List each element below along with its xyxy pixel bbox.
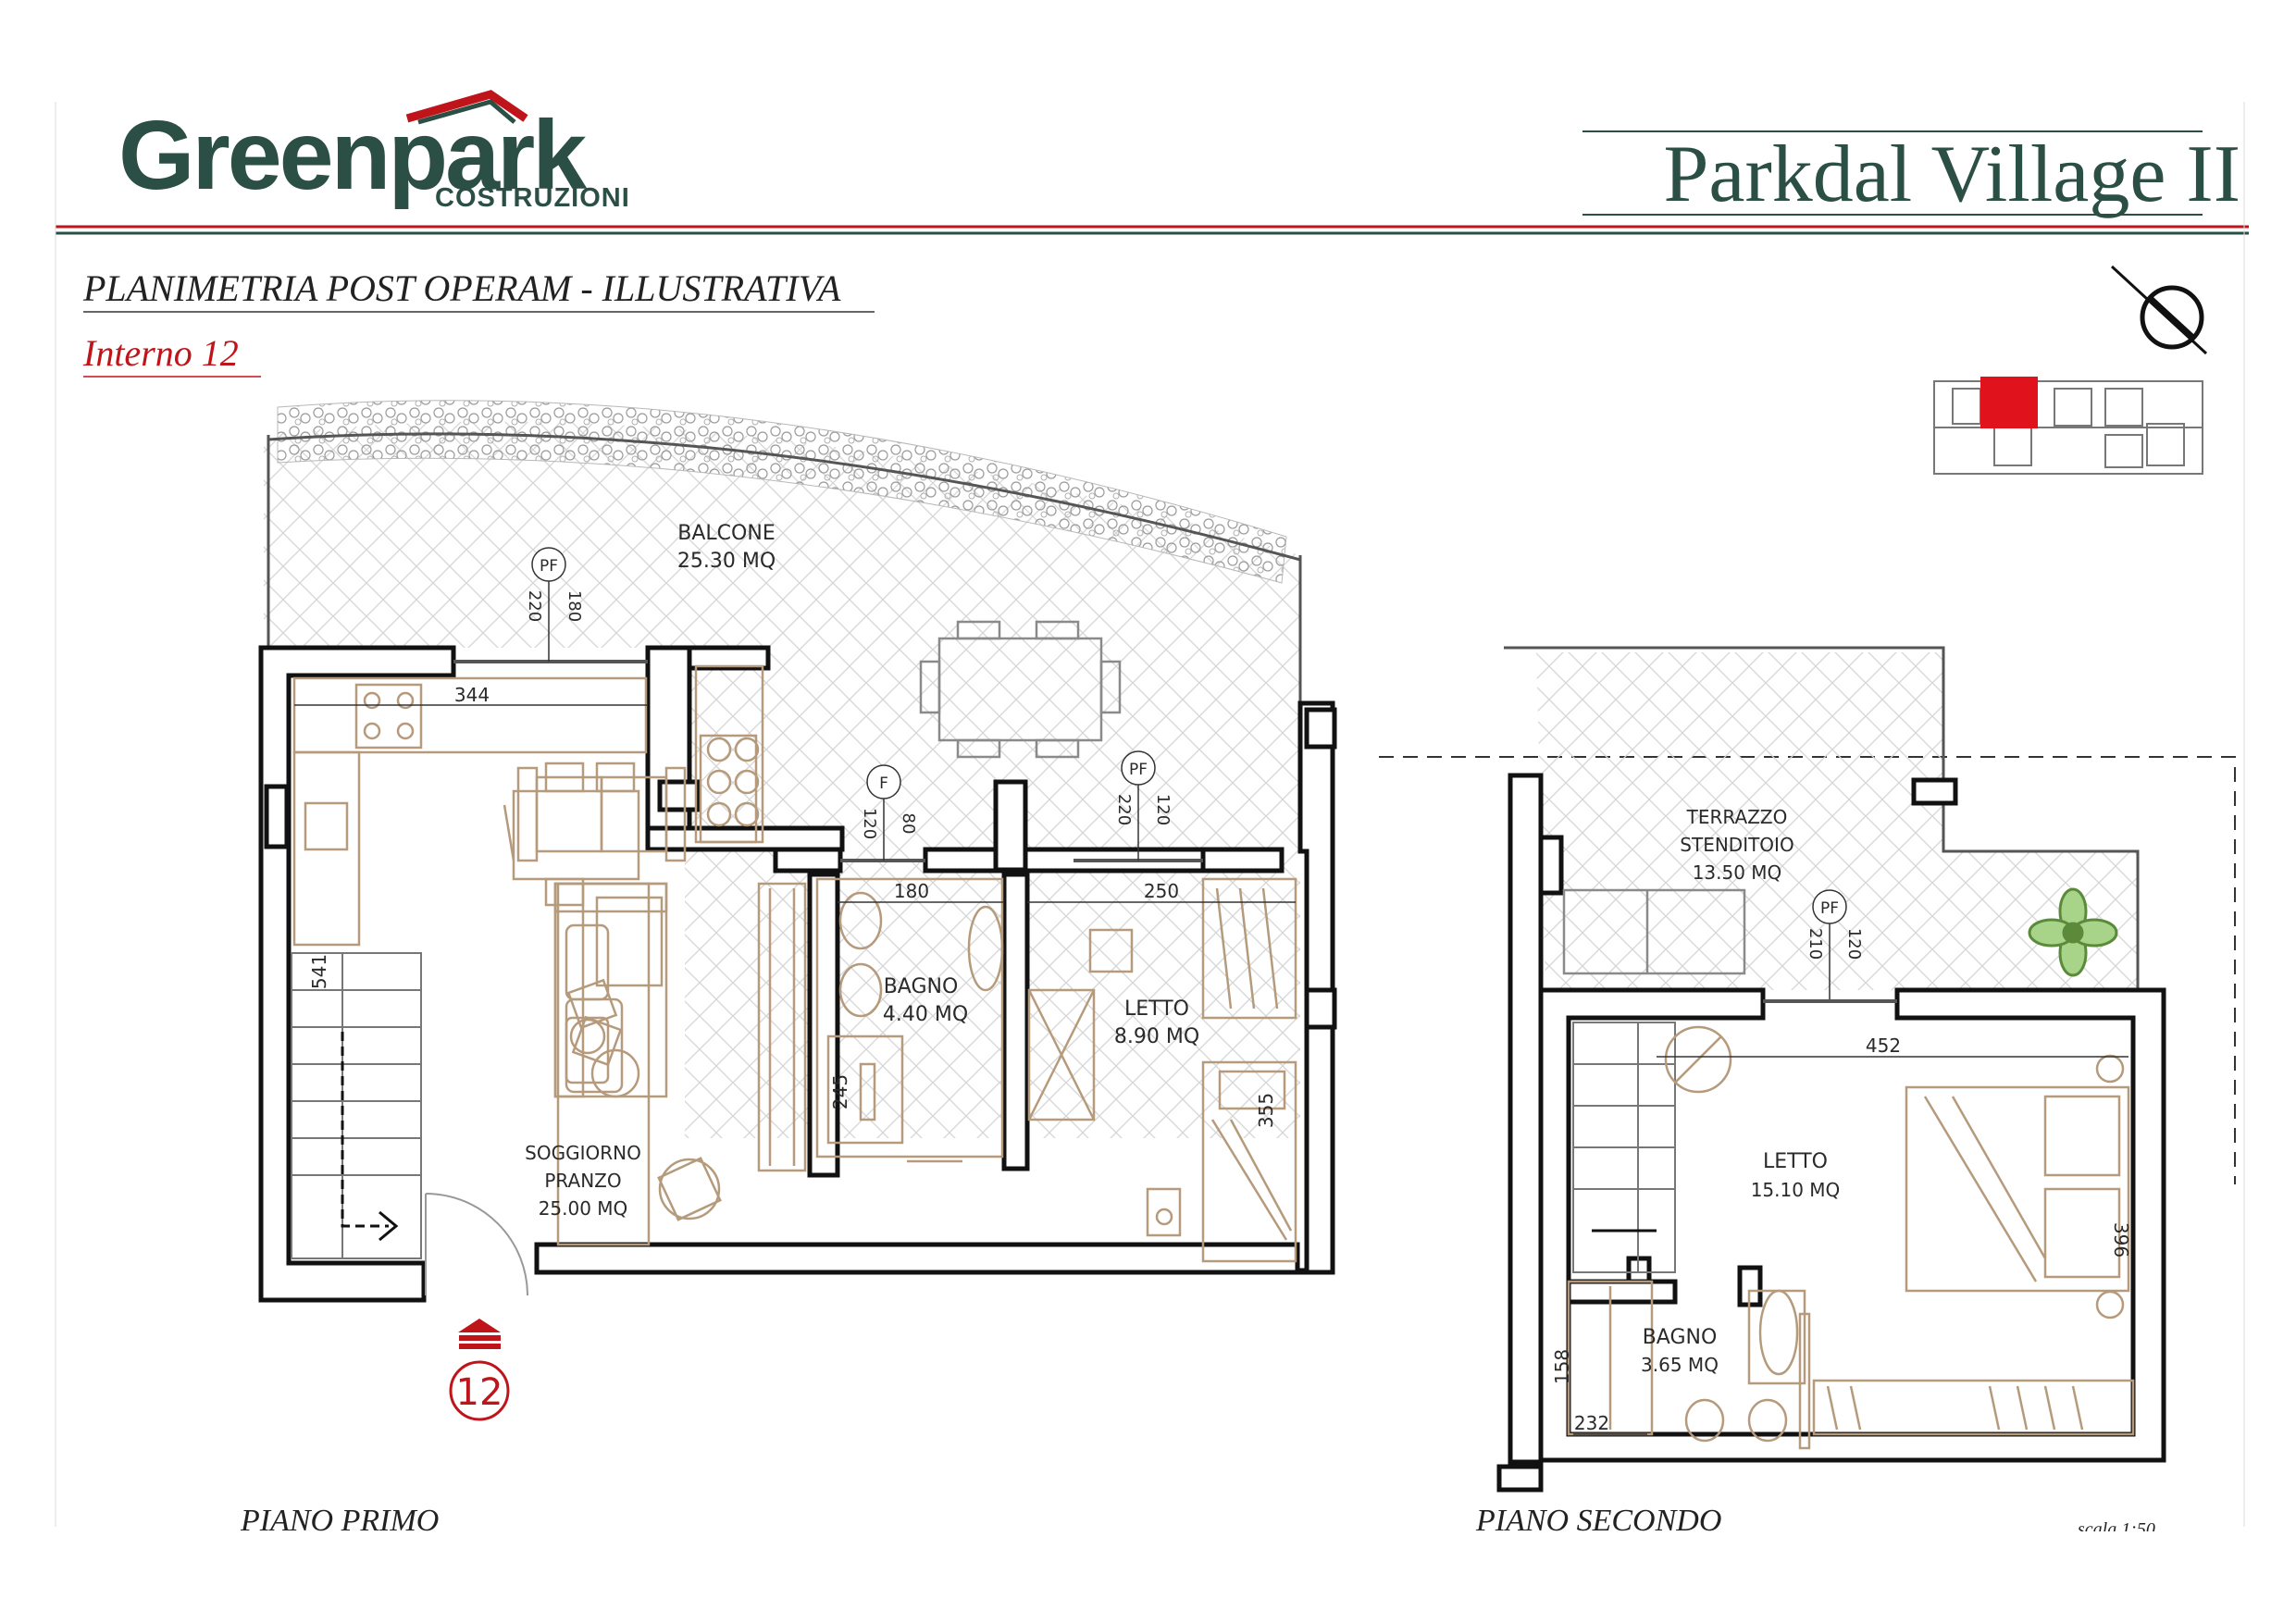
opening-pf1-width: 180 [565, 590, 584, 622]
entrance-number: 12 [456, 1371, 503, 1414]
staircase-second [1572, 1022, 1676, 1273]
room-name-bagno-second: BAGNO [1643, 1326, 1718, 1349]
room-name-pranzo: PRANZO [544, 1170, 621, 1192]
opening-tag-f1 [866, 764, 901, 861]
dim-452: 452 [1866, 1035, 1901, 1057]
opening-tag-f1-label: F [879, 774, 888, 793]
room-name-stenditoio: STENDITOIO [1680, 834, 1793, 856]
room-area-letto-second: 15.10 MQ [1751, 1179, 1841, 1201]
project-title: Parkdal Village II [1663, 130, 2240, 219]
opening-f1-height: 120 [860, 808, 879, 839]
opening-tag-pf1-label: PF [540, 557, 558, 576]
living-furniture [516, 766, 722, 1221]
room-area-letto-first: 8.90 MQ [1114, 1025, 1199, 1048]
opening-tag-pf2-label: PF [1129, 761, 1148, 779]
bathroom-first-fixtures [815, 877, 1004, 1163]
opening-tag-pf3-label: PF [1820, 899, 1839, 918]
dim-355: 355 [1255, 1093, 1277, 1128]
room-name-letto-first: LETTO [1124, 997, 1189, 1021]
room-area-bagno-first: 4.40 MQ [883, 1003, 968, 1026]
opening-pf1-height: 220 [525, 590, 544, 622]
entrance-marker-icon [449, 1319, 510, 1421]
room-area-balcone: 25.30 MQ [677, 550, 776, 573]
dim-344: 344 [454, 684, 490, 706]
balcony-table [919, 620, 1122, 759]
opening-pf3-height: 210 [1806, 928, 1825, 960]
terrace-floor [1536, 652, 2138, 990]
opening-tag-pf1 [531, 547, 566, 662]
room-name-balcone: BALCONE [677, 522, 775, 545]
key-plan-icon [1933, 377, 2203, 475]
room-name-bagno-first: BAGNO [884, 975, 959, 998]
dim-180: 180 [894, 880, 929, 902]
north-arrow-icon [2110, 265, 2208, 355]
opening-pf2-width: 120 [1153, 794, 1173, 825]
balcony-floor [264, 421, 1300, 1139]
opening-tag-pf2 [1121, 750, 1156, 861]
room-area-bagno-second: 3.65 MQ [1641, 1354, 1719, 1376]
dim-158: 158 [1551, 1349, 1573, 1384]
entry-door-swing [425, 1193, 528, 1296]
bedroom-second-furniture [1664, 1025, 2135, 1436]
room-name-terrazzo: TERRAZZO [1686, 806, 1788, 828]
opening-tag-pf3 [1812, 889, 1847, 999]
dim-250: 250 [1144, 880, 1179, 902]
planter-hedge [277, 400, 1287, 584]
dim-396: 396 [2110, 1222, 2132, 1258]
dim-541: 541 [308, 954, 330, 989]
unit-title: Interno 12 [83, 332, 239, 374]
logo-roof-icon [405, 90, 528, 123]
dim-245: 245 [829, 1074, 851, 1109]
opening-pf3-width: 120 [1844, 928, 1864, 960]
plant-icon [2028, 887, 2118, 977]
room-name-letto-second: LETTO [1763, 1150, 1828, 1173]
terrace-furniture [1562, 888, 1746, 975]
room-area-soggiorno: 25.00 MQ [539, 1197, 628, 1220]
company-logo: Greenpark [118, 101, 587, 210]
room-area-terrazzo: 13.50 MQ [1693, 861, 1782, 884]
room-name-soggiorno: SOGGIORNO [525, 1142, 641, 1164]
company-logo-subtitle: COSTRUZIONI [435, 183, 630, 213]
dim-232: 232 [1574, 1412, 1609, 1434]
opening-pf2-height: 220 [1114, 794, 1134, 825]
staircase-first [291, 952, 422, 1259]
first-floor-walls [258, 645, 1337, 1303]
plan-title: PLANIMETRIA POST OPERAM - ILLUSTRATIVA [83, 267, 841, 309]
bedroom-first-furniture [1027, 877, 1297, 1263]
opening-f1-width: 80 [899, 813, 918, 835]
